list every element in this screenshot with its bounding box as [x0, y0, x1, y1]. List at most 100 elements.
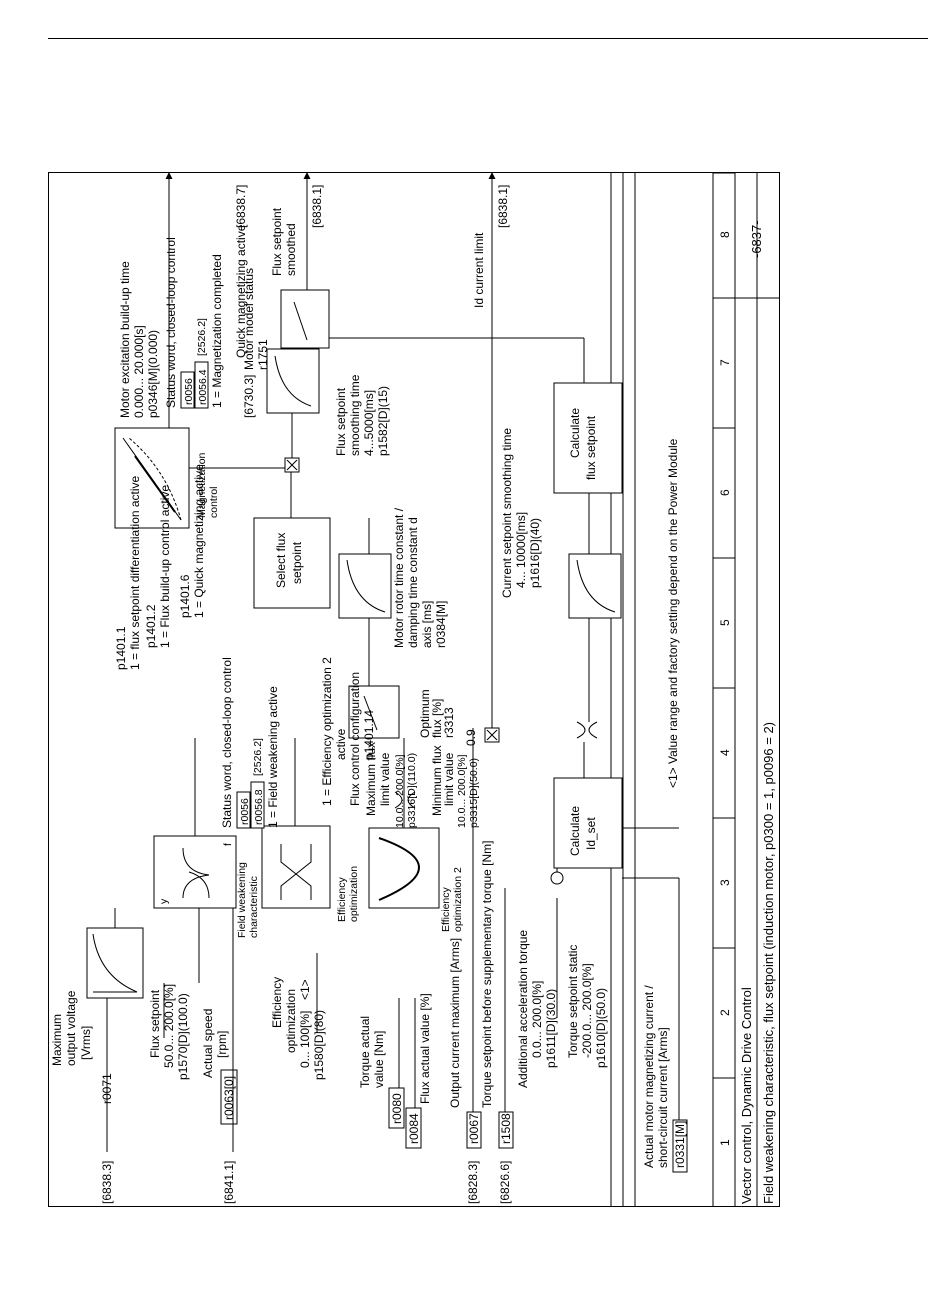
- svg-text:Status word, closed-loop contr: Status word, closed-loop control: [220, 657, 234, 828]
- motor-excitation-time: Motor excitation build-up time 0.000... …: [118, 261, 160, 418]
- svg-text:smoothed: smoothed: [284, 223, 298, 276]
- param-r0084: r0084: [407, 1113, 421, 1144]
- svg-text:50.0... 200.0[%]: 50.0... 200.0[%]: [162, 984, 176, 1068]
- svg-text:Flux control configuration: Flux control configuration: [348, 672, 362, 806]
- svg-text:Maximum flux: Maximum flux: [364, 742, 378, 816]
- title-rows: Vector control, Dynamic Drive Control Fi…: [735, 173, 779, 1206]
- footnote: <1> Value range and factory setting depe…: [666, 438, 680, 788]
- efficiency-optimization2-block: Efficiency optimization 2: [368, 827, 464, 932]
- select-flux-block: Select flux setpoint: [253, 517, 331, 609]
- status-word-field-weakening: Status word, closed-loop control r0056 r…: [220, 657, 280, 829]
- magnetization-control-block: Magnetization control: [114, 427, 220, 529]
- svg-text:characteristic: characteristic: [248, 876, 260, 938]
- svg-text:Flux setpoint: Flux setpoint: [334, 387, 348, 456]
- param-r0331: r0331[M]: [673, 1121, 687, 1168]
- summing-junction: [550, 871, 564, 885]
- input-max-voltage: [6838.3] Maximum output voltage [Vrms] r…: [50, 990, 114, 1204]
- svg-text:4... 10000[ms]: 4... 10000[ms]: [514, 512, 528, 588]
- svg-text:p3315[D](50.0): p3315[D](50.0): [468, 758, 480, 828]
- svg-text:1 = Efficiency optimization 2: 1 = Efficiency optimization 2: [320, 657, 334, 806]
- flux-control-config: p1401.1 1 = flux setpoint differentiatio…: [114, 464, 206, 670]
- svg-text:[2526.2]: [2526.2]: [196, 318, 208, 356]
- svg-text:flux [%]: flux [%]: [430, 699, 444, 738]
- eff-opt2-active: 1 = Efficiency optimization 2 active Flu…: [320, 657, 376, 806]
- svg-text:[6838.1]: [6838.1]: [310, 185, 324, 228]
- svg-text:limit value: limit value: [378, 752, 392, 806]
- title-block: [610, 173, 636, 1206]
- current-filter-block: [568, 553, 622, 619]
- svg-text:Id current limit: Id current limit: [472, 232, 486, 308]
- svg-text:Calculate: Calculate: [568, 408, 582, 458]
- svg-text:Select flux: Select flux: [274, 533, 288, 588]
- current-smoothing-time: Current setpoint smoothing time 4... 100…: [500, 428, 542, 598]
- svg-text:r1751: r1751: [256, 339, 270, 370]
- svg-text:r0056.8: r0056.8: [253, 789, 265, 825]
- diagram-canvas: 1 2 3 4 5 6 7 8 Vector control, Dynamic …: [50, 173, 779, 1206]
- svg-text:p1610[D](50.0): p1610[D](50.0): [594, 988, 608, 1068]
- svg-text:smoothing time: smoothing time: [348, 374, 362, 456]
- svg-text:1 = Quick magnetizing active: 1 = Quick magnetizing active: [192, 464, 206, 618]
- motor-model-status: [6730.3] Motor model status r1751: [242, 268, 270, 418]
- svg-text:Current setpoint smoothing tim: Current setpoint smoothing time: [500, 428, 514, 598]
- svg-text:output voltage: output voltage: [64, 990, 78, 1066]
- svg-text:flux setpoint: flux setpoint: [584, 415, 598, 480]
- svg-text:p1580[D](80): p1580[D](80): [312, 1010, 326, 1080]
- svg-text:[Vrms]: [Vrms]: [79, 1026, 93, 1060]
- svg-text:Calculate: Calculate: [568, 806, 582, 856]
- svg-text:Torque actual: Torque actual: [358, 1016, 372, 1088]
- svg-text:Efficiency: Efficiency: [336, 877, 348, 922]
- svg-text:r0384[M]: r0384[M]: [434, 601, 448, 648]
- svg-text:1 = Field weakening active: 1 = Field weakening active: [266, 686, 280, 828]
- input-torque-static: Torque setpoint static -200.0... 200.0[%…: [566, 945, 608, 1068]
- svg-text:[6828.3]: [6828.3]: [466, 1161, 480, 1204]
- column-label: 2: [718, 1009, 732, 1016]
- svg-text:Id_set: Id_set: [584, 817, 598, 850]
- sheet-title-line2: Field weakening characteristic, flux set…: [761, 722, 776, 1204]
- svg-text:0.0... 200.0[%]: 0.0... 200.0[%]: [530, 981, 544, 1058]
- header-rule: [48, 38, 928, 39]
- svg-text:r0056: r0056: [183, 378, 195, 405]
- svg-text:10.0... 200.0[%]: 10.0... 200.0[%]: [394, 754, 406, 828]
- svg-text:Motor excitation build-up time: Motor excitation build-up time: [118, 261, 132, 418]
- svg-text:<1>: <1>: [298, 979, 312, 1000]
- svg-text:optimization: optimization: [284, 989, 298, 1053]
- param-r0080: r0080: [390, 1093, 404, 1124]
- column-strip: 1 2 3 4 5 6 7 8: [712, 173, 736, 1206]
- svg-text:f: f: [222, 843, 234, 846]
- input-flux-setpoint: Flux setpoint 50.0... 200.0[%] p1570[D](…: [148, 983, 190, 1080]
- input-actual-speed: [6841.1] Actual speed [rpm] r0063[0]: [201, 998, 238, 1204]
- svg-text:Maximum: Maximum: [50, 1014, 64, 1066]
- input-torque-before-supp: [6826.6] r1508 Torque setpoint before su…: [480, 841, 514, 1204]
- svg-text:Motor model status: Motor model status: [242, 268, 256, 370]
- svg-text:1 = Flux build-up control acti: 1 = Flux build-up control active: [158, 485, 172, 648]
- current-limiter: [576, 721, 598, 739]
- column-label: 1: [718, 1139, 732, 1146]
- svg-text:[6730.3]: [6730.3]: [242, 375, 256, 418]
- svg-text:r3313: r3313: [442, 707, 456, 738]
- rotor-filter-block: [338, 553, 392, 619]
- rotated-diagram: 1 2 3 4 5 6 7 8 Vector control, Dynamic …: [49, 173, 779, 1206]
- rotor-time-constant: Motor rotor time constant / damping time…: [392, 507, 448, 648]
- input-mag-current: Actual motor magnetizing current / short…: [642, 878, 688, 1173]
- max-flux-limit: Maximum flux limit value 10.0... 200.0[%…: [364, 742, 418, 828]
- svg-text:axis [ms]: axis [ms]: [420, 601, 434, 648]
- optimum-flux: Optimum flux [%] r3313: [418, 689, 456, 738]
- svg-text:Status word, closed-loop contr: Status word, closed-loop control: [164, 237, 178, 408]
- svg-text:Field weakening: Field weakening: [236, 862, 248, 938]
- flux-filter-block: [266, 348, 320, 414]
- svg-text:10.0... 200.0[%]: 10.0... 200.0[%]: [456, 754, 468, 828]
- input-flux-actual: r0084 Flux actual value [%]: [405, 993, 432, 1149]
- svg-text:p1401.1: p1401.1: [114, 626, 128, 670]
- svg-text:optimization: optimization: [348, 866, 360, 922]
- factor-value: 0.9: [464, 729, 478, 746]
- multiplier-current: [484, 727, 500, 743]
- svg-text:[2526.2]: [2526.2]: [252, 738, 264, 776]
- signal-lines: [114, 173, 679, 998]
- svg-text:Minimum flux: Minimum flux: [430, 745, 444, 816]
- efficiency-optimization-block: Efficiency optimization: [261, 825, 360, 922]
- svg-text:Motor rotor time constant /: Motor rotor time constant /: [392, 507, 406, 648]
- column-label: 4: [718, 749, 732, 756]
- svg-text:r0056: r0056: [239, 798, 251, 825]
- function-diagram-sheet: 1 2 3 4 5 6 7 8 Vector control, Dynamic …: [48, 172, 780, 1207]
- multiplier-flux: [284, 457, 300, 473]
